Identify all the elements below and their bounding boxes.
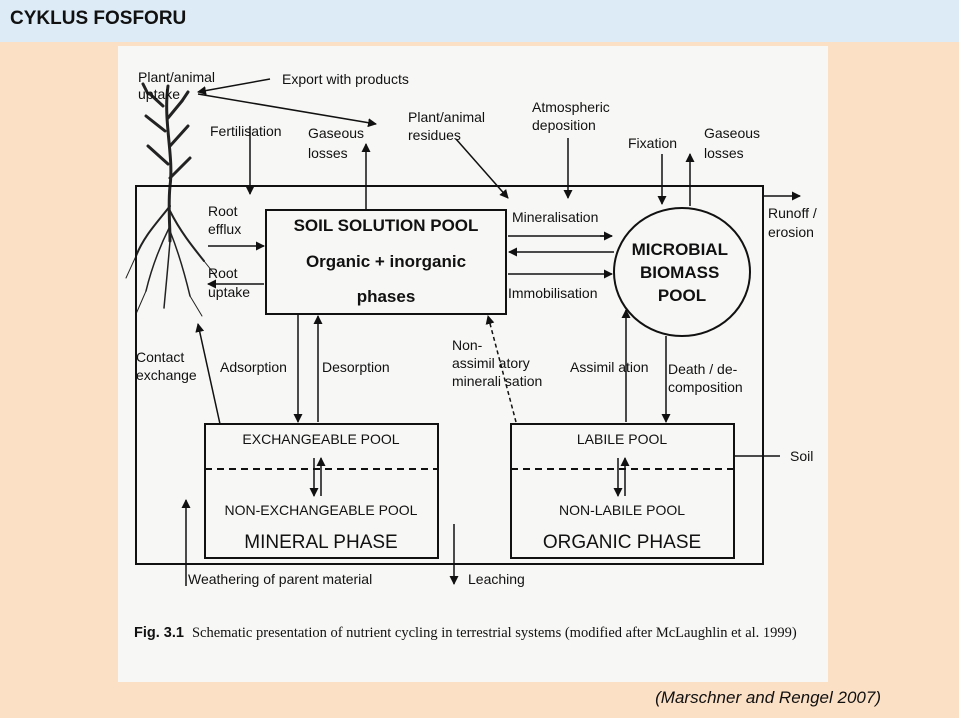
microbial-pool-label: MICROBIAL BIOMASS POOL (632, 240, 733, 305)
source-citation: (Marschner and Rengel 2007) (655, 688, 881, 707)
soil-boundary (135, 185, 764, 565)
slide-title: CYKLUS FOSFORU (10, 8, 187, 29)
nutrient-cycle-diagram: Plant/animal uptake Export with products… (125, 69, 821, 587)
labile-pool-label: LABILE POOL (577, 431, 667, 447)
label-leaching: Leaching (468, 571, 525, 587)
export-arrow (197, 78, 271, 96)
soil-solution-pool-line1: Organic + inorganic (306, 252, 466, 271)
non-exchangeable-pool-label: NON-EXCHANGEABLE POOL (225, 502, 418, 518)
label-non-assimilatory-mineralisation: Non- assimil atory minerali sation (452, 337, 542, 389)
label-fixation: Fixation (628, 135, 677, 151)
label-death-decomposition: Death / de- composition (668, 361, 743, 395)
slide-title-bar: CYKLUS FOSFORU (0, 0, 959, 42)
residues-arrow (455, 138, 509, 199)
uptake-to-residues-arrow (197, 93, 377, 128)
contact-exchange-arrow (195, 323, 221, 425)
label-root-efflux: Root efflux (208, 203, 241, 237)
label-adsorption: Adsorption (220, 359, 287, 375)
label-immobilisation: Immobilisation (508, 285, 597, 301)
mineral-phase-box (204, 423, 439, 559)
microbial-biomass-circle (613, 207, 751, 337)
label-root-uptake: Root uptake (208, 265, 250, 300)
label-weathering: Weathering of parent material (188, 571, 372, 587)
soil-solution-pool-line2: phases (357, 287, 416, 306)
label-plant-animal-residues: Plant/animal residues (408, 109, 489, 143)
label-atmospheric-deposition: Atmospheric deposition (532, 99, 614, 133)
exchangeable-pool-label: EXCHANGEABLE POOL (242, 431, 399, 447)
soil-solution-pool-title: SOIL SOLUTION POOL (294, 216, 479, 235)
soil-solution-pool-box (265, 209, 507, 315)
figure-scan: Plant/animal uptake Export with products… (118, 46, 828, 682)
figure-caption-label: Fig. 3.1 (134, 625, 184, 641)
label-assimilation: Assimil ation (570, 359, 649, 375)
figure-caption-text: Schematic presentation of nutrient cycli… (191, 625, 797, 641)
organic-phase-title: ORGANIC PHASE (543, 532, 701, 553)
label-runoff-erosion: Runoff / erosion (768, 205, 821, 240)
label-gaseous-losses-left: Gaseous losses (308, 125, 368, 161)
label-desorption: Desorption (322, 359, 390, 375)
label-gaseous-losses-right: Gaseous losses (704, 125, 764, 161)
mineral-phase-title: MINERAL PHASE (244, 532, 397, 553)
label-export-with-products: Export with products (282, 71, 409, 87)
label-soil: Soil (790, 448, 813, 464)
label-fertilisation: Fertilisation (210, 123, 282, 139)
label-plant-animal-uptake: Plant/animal uptake (138, 69, 219, 102)
organic-phase-box (510, 423, 735, 559)
plant-root-illustration (125, 82, 217, 317)
non-assimilatory-arrow (485, 315, 517, 423)
label-contact-exchange: Contact exchange (136, 349, 197, 383)
non-labile-pool-label: NON-LABILE POOL (559, 502, 685, 518)
label-mineralisation: Mineralisation (512, 209, 598, 225)
figure-caption: Fig. 3.1 Schematic presentation of nutrie… (134, 624, 824, 643)
flow-arrows (181, 78, 801, 586)
